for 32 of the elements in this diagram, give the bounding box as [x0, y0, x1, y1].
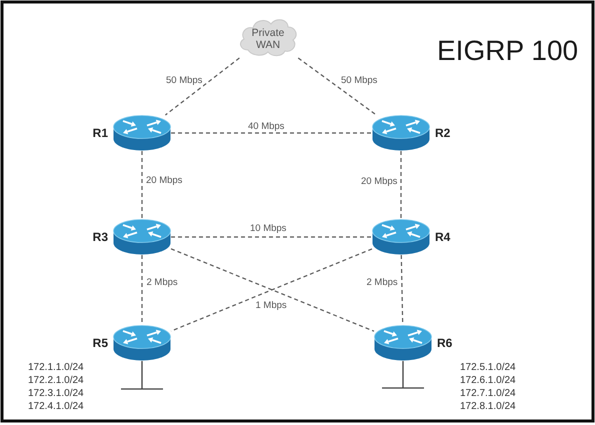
subnet-address: 172.3.1.0/24	[28, 387, 84, 400]
bandwidth-label: 10 Mbps	[249, 222, 288, 234]
router-name: R1	[92, 126, 108, 140]
link-line	[165, 58, 240, 116]
subnet-address: 172.8.1.0/24	[460, 400, 516, 413]
link-line	[171, 132, 372, 134]
bandwidth-label: 2 Mbps	[366, 276, 399, 288]
bandwidth-label: 1 Mbps	[254, 300, 288, 310]
diagram-title: EIGRP 100	[437, 35, 578, 67]
router-name: R4	[435, 230, 450, 244]
link-line	[171, 236, 372, 238]
link-line	[400, 151, 402, 219]
subnet-address: 172.6.1.0/24	[460, 374, 516, 387]
network-name: Private WAN	[250, 27, 286, 51]
bandwidth-label: 2 Mbps	[146, 276, 179, 288]
subnet-address: 172.5.1.0/24	[460, 361, 516, 374]
bandwidth-label: 20 Mbps	[360, 176, 398, 186]
bandwidth-label: 20 Mbps	[145, 174, 184, 186]
bandwidth-label: 50 Mbps	[165, 74, 204, 86]
bandwidth-label: 50 Mbps	[340, 74, 378, 86]
subnet-address: 172.4.1.0/24	[28, 400, 84, 413]
link-line	[141, 255, 143, 325]
link-line	[141, 151, 143, 219]
subnet-address: 172.7.1.0/24	[460, 387, 516, 400]
router-name: R6	[437, 336, 452, 350]
link-line	[298, 58, 377, 116]
subnet-address: 172.1.1.0/24	[28, 361, 84, 374]
router-name: R2	[435, 126, 450, 140]
router-name: R3	[92, 230, 108, 244]
subnet-address: 172.2.1.0/24	[28, 374, 84, 387]
bandwidth-label: 40 Mbps	[247, 120, 286, 132]
router-name: R5	[92, 336, 108, 350]
